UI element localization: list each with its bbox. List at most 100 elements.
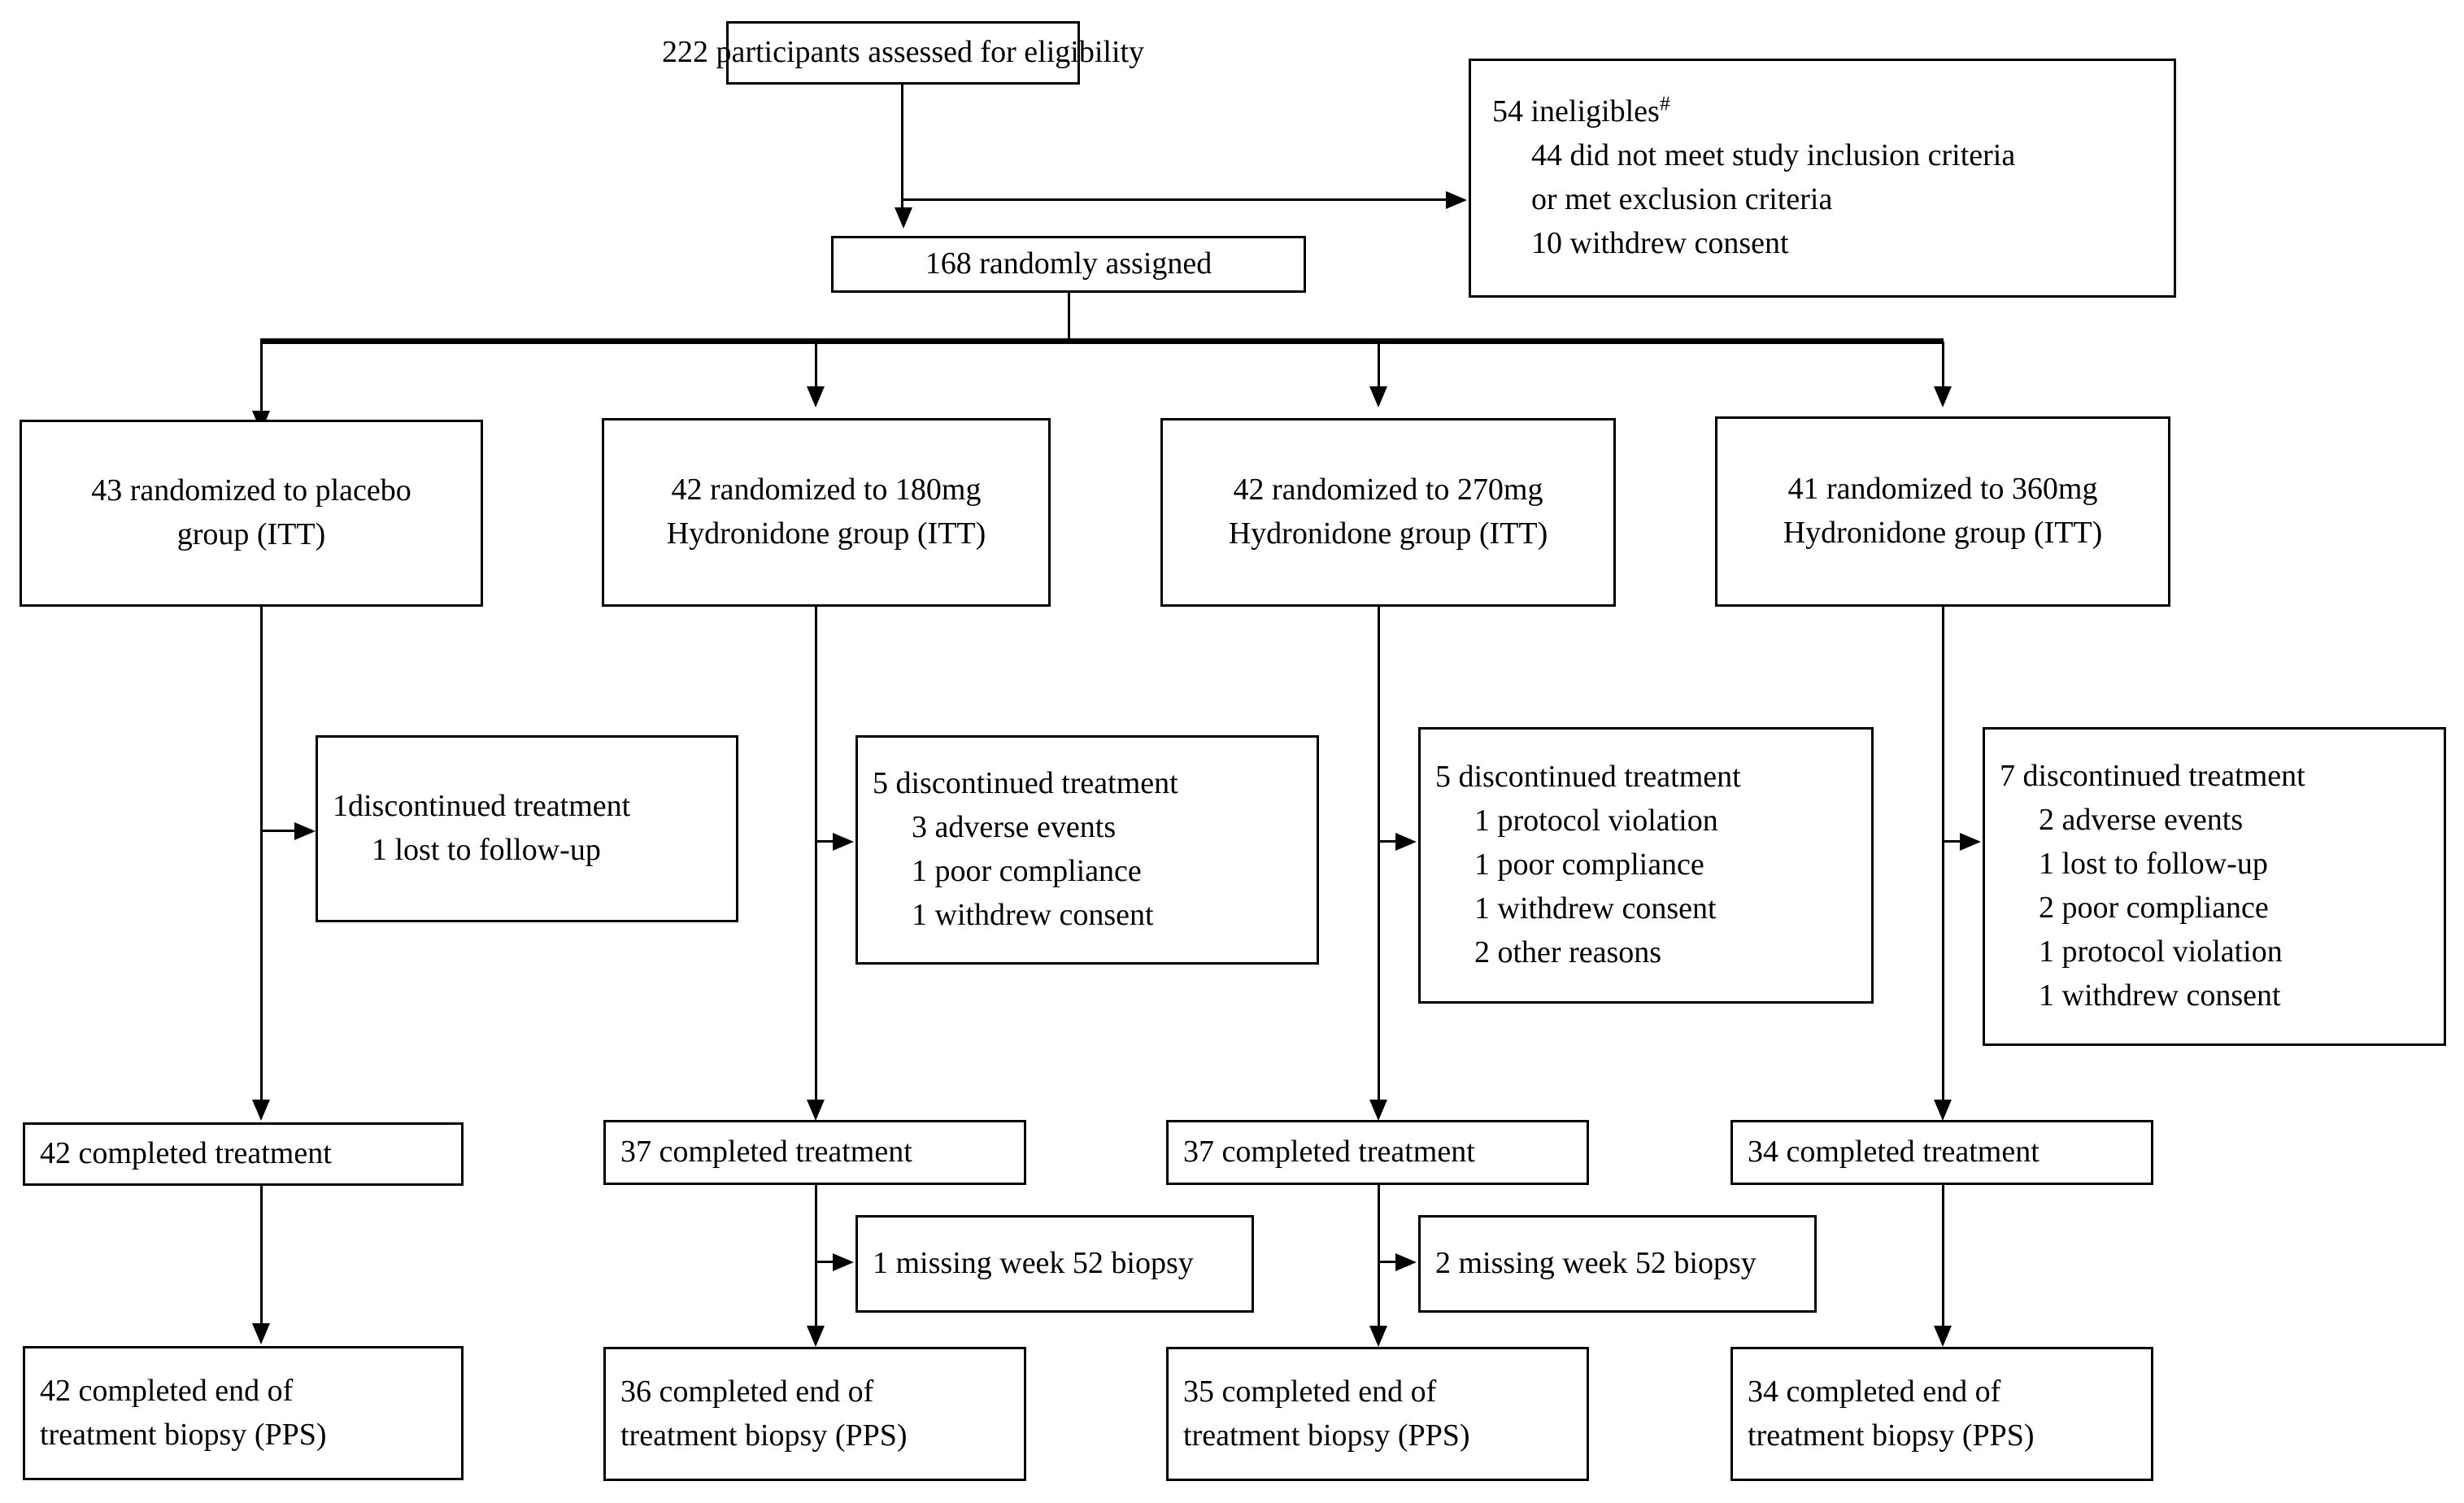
- discontinued-reason: 1 lost to follow-up: [2039, 847, 2268, 882]
- arm-4-spine-lower: [1942, 1185, 1944, 1340]
- arm-3-spine: [1378, 607, 1380, 1114]
- allocation-box-360mg: 41 randomized to 360mg Hydronidone group…: [1715, 416, 2170, 607]
- arm-1-arrow-to-completed-treatment: [252, 1100, 270, 1121]
- randomly-assigned-box: 168 randomly assigned: [831, 236, 1306, 293]
- allocation-line: Hydronidone group (ITT): [1228, 516, 1548, 551]
- discontinued-heading: 1discontinued treatment: [333, 789, 631, 824]
- completed-treatment-box-360mg: 34 completed treatment: [1730, 1120, 2153, 1185]
- arm-4-spine: [1942, 607, 1944, 1114]
- connector-distributor-to-arm-4: [1942, 342, 1944, 390]
- connector-randomized-to-distributor: [1068, 293, 1070, 342]
- discontinued-reason: 2 other reasons: [1474, 934, 1662, 969]
- allocation-box-270mg: 42 randomized to 270mg Hydronidone group…: [1160, 418, 1616, 607]
- discontinued-box-180mg: 5 discontinued treatment 3 adverse event…: [855, 735, 1319, 965]
- arrow-distributor-to-arm-3: [1369, 386, 1387, 407]
- arm-4-arrow-to-discontinued: [1960, 833, 1981, 851]
- arm-2-arrow-to-completed-treatment: [807, 1100, 825, 1121]
- assessed-for-eligibility-box: 222 participants assessed for eligibilit…: [662, 21, 1144, 85]
- allocation-line: 42 randomized to 180mg: [671, 473, 982, 508]
- discontinued-reason: 1 withdrew consent: [1474, 891, 1717, 926]
- completed-biopsy-line: treatment biopsy (PPS): [620, 1418, 908, 1453]
- discontinued-reason: 2 adverse events: [2039, 803, 2244, 838]
- connector-distributor-to-arm-1: [260, 342, 263, 415]
- assessed-for-eligibility-label: 222 participants assessed for eligibilit…: [661, 35, 1145, 70]
- discontinued-reason: 1 lost to follow-up: [372, 833, 601, 867]
- missing-biopsy-label: 1 missing week 52 biopsy: [873, 1246, 1194, 1281]
- discontinued-reason: 1 protocol violation: [1474, 804, 1718, 839]
- ineligible-box: 54 ineligibles# 44 did not meet study in…: [1469, 59, 2176, 298]
- randomly-assigned-label: 168 randomly assigned: [925, 246, 1212, 281]
- ineligible-reason: or met exclusion criteria: [1531, 182, 1833, 216]
- arm-3-arrow-to-discontinued: [1395, 833, 1417, 851]
- arm-1-arrow-to-biopsy: [252, 1323, 270, 1344]
- completed-biopsy-box-180mg: 36 completed end of treatment biopsy (PP…: [603, 1347, 1026, 1481]
- ineligible-reason: 10 withdrew consent: [1531, 225, 1789, 260]
- connector-assessed-to-randomized: [901, 85, 903, 213]
- completed-biopsy-line: 36 completed end of: [620, 1374, 874, 1409]
- connector-assessed-to-ineligible: [901, 198, 1446, 201]
- arm-2-spine: [815, 607, 817, 1114]
- arm-1-spine: [260, 607, 263, 1114]
- arm-2-branch-to-missing-biopsy: [815, 1261, 836, 1263]
- ineligible-heading: 54 ineligibles#: [1492, 91, 1670, 129]
- completed-biopsy-line: 42 completed end of: [40, 1373, 294, 1408]
- discontinued-reason: 1 poor compliance: [912, 854, 1142, 888]
- discontinued-reason: 1 poor compliance: [1474, 847, 1704, 882]
- arm-1-spine-lower: [260, 1186, 263, 1337]
- arm-4-arrow-to-biopsy: [1934, 1326, 1952, 1347]
- missing-biopsy-box-180mg: 1 missing week 52 biopsy: [855, 1215, 1254, 1313]
- connector-distributor-to-arm-2: [815, 342, 817, 390]
- arm-4-arrow-to-completed-treatment: [1934, 1100, 1952, 1121]
- discontinued-reason: 3 adverse events: [912, 810, 1117, 845]
- completed-treatment-box-270mg: 37 completed treatment: [1166, 1120, 1589, 1185]
- allocation-line: 41 randomized to 360mg: [1787, 472, 2098, 507]
- allocation-line: Hydronidone group (ITT): [666, 516, 986, 551]
- allocation-box-placebo: 43 randomized to placebo group (ITT): [20, 420, 483, 607]
- arm-2-arrow-to-missing-biopsy: [833, 1253, 854, 1271]
- completed-biopsy-line: treatment biopsy (PPS): [1748, 1418, 2035, 1453]
- arm-1-arrow-to-discontinued: [294, 822, 316, 840]
- arm-4-branch-to-discontinued: [1942, 840, 1963, 843]
- discontinued-heading: 7 discontinued treatment: [2000, 759, 2305, 794]
- arm-3-branch-to-missing-biopsy: [1378, 1261, 1399, 1263]
- arm-3-arrow-to-biopsy: [1369, 1326, 1387, 1347]
- discontinued-reason: 1 protocol violation: [2039, 934, 2283, 969]
- missing-biopsy-box-270mg: 2 missing week 52 biopsy: [1418, 1215, 1817, 1313]
- completed-biopsy-box-270mg: 35 completed end of treatment biopsy (PP…: [1166, 1347, 1589, 1481]
- allocation-line: 42 randomized to 270mg: [1233, 473, 1543, 508]
- connector-distributor-to-arm-3: [1378, 342, 1380, 390]
- discontinued-heading: 5 discontinued treatment: [873, 766, 1178, 801]
- arm-2-branch-to-discontinued: [815, 840, 836, 843]
- completed-biopsy-line: treatment biopsy (PPS): [1183, 1418, 1470, 1453]
- arrow-distributor-to-arm-2: [807, 386, 825, 407]
- ineligible-footnote-marker: #: [1659, 91, 1670, 115]
- arrow-distributor-to-arm-4: [1934, 386, 1952, 407]
- allocation-distributor-bar: [260, 338, 1944, 344]
- discontinued-heading: 5 discontinued treatment: [1435, 760, 1741, 795]
- arm-3-arrow-to-missing-biopsy: [1395, 1253, 1417, 1271]
- arrow-assessed-to-randomized: [895, 207, 912, 229]
- completed-treatment-box-placebo: 42 completed treatment: [23, 1122, 464, 1186]
- completed-treatment-label: 42 completed treatment: [40, 1136, 332, 1171]
- arm-3-arrow-to-completed-treatment: [1369, 1100, 1387, 1121]
- completed-biopsy-line: 34 completed end of: [1748, 1374, 2001, 1409]
- arm-3-branch-to-discontinued: [1378, 840, 1399, 843]
- ineligible-reason: 44 did not meet study inclusion criteria: [1531, 138, 2016, 173]
- discontinued-box-placebo: 1discontinued treatment 1 lost to follow…: [316, 735, 738, 922]
- completed-biopsy-line: 35 completed end of: [1183, 1374, 1437, 1409]
- allocation-line: group (ITT): [176, 517, 326, 551]
- discontinued-reason: 2 poor compliance: [2039, 891, 2269, 925]
- completed-biopsy-line: treatment biopsy (PPS): [40, 1417, 327, 1452]
- discontinued-box-270mg: 5 discontinued treatment 1 protocol viol…: [1418, 727, 1874, 1004]
- allocation-line: 43 randomized to placebo: [91, 473, 411, 508]
- discontinued-reason: 1 withdrew consent: [2039, 978, 2281, 1013]
- completed-biopsy-box-360mg: 34 completed end of treatment biopsy (PP…: [1730, 1347, 2153, 1481]
- discontinued-box-360mg: 7 discontinued treatment 2 adverse event…: [1983, 727, 2446, 1046]
- completed-treatment-label: 34 completed treatment: [1748, 1135, 2040, 1170]
- missing-biopsy-label: 2 missing week 52 biopsy: [1435, 1246, 1757, 1281]
- allocation-box-180mg: 42 randomized to 180mg Hydronidone group…: [602, 418, 1051, 607]
- discontinued-reason: 1 withdrew consent: [912, 897, 1154, 932]
- allocation-line: Hydronidone group (ITT): [1783, 516, 2103, 550]
- completed-biopsy-box-placebo: 42 completed end of treatment biopsy (PP…: [23, 1346, 464, 1480]
